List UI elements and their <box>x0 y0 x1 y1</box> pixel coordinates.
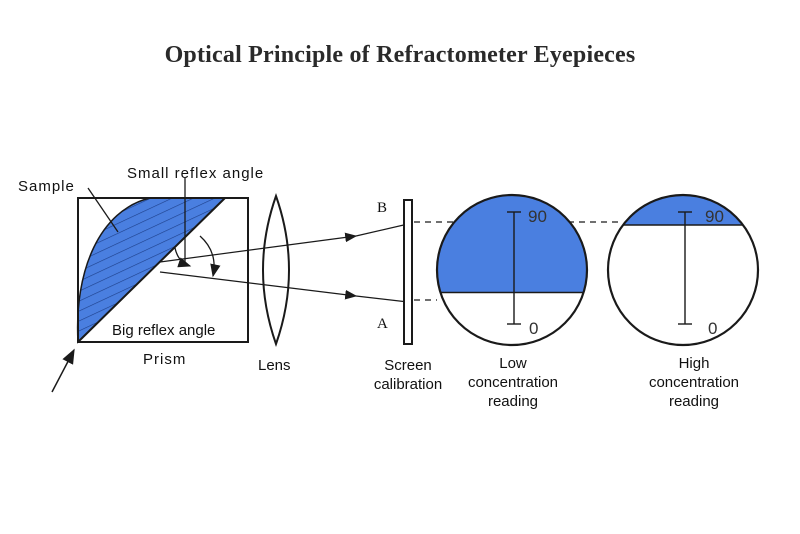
sample-pointer <box>87 187 119 233</box>
low-concentration-fill <box>437 195 587 293</box>
screen-calibration-label-line2: calibration <box>374 376 442 393</box>
low-concentration-eyepiece: 90 0 <box>435 193 589 347</box>
ray-upper <box>159 232 358 263</box>
high-scale-bottom-label: 0 <box>708 319 717 338</box>
screen-calibration-plate <box>403 199 413 345</box>
big-angle-arc <box>199 235 221 278</box>
sample-label: Sample <box>18 178 75 195</box>
incident-light-arrow <box>51 348 75 393</box>
lens <box>262 192 290 348</box>
high-concentration-label-line2: concentration <box>649 374 739 391</box>
low-concentration-label-line2: concentration <box>468 374 558 391</box>
point-a-label: A <box>377 316 388 332</box>
point-b-label: B <box>377 200 387 216</box>
high-concentration-eyepiece: 90 0 <box>606 193 760 347</box>
low-scale-bottom-label: 0 <box>529 319 538 338</box>
high-concentration-label-line1: High <box>679 355 710 372</box>
high-concentration-circle <box>606 193 760 347</box>
big-reflex-angle-label: Big reflex angle <box>112 322 215 339</box>
small-reflex-angle-label: Small reflex angle <box>127 165 264 182</box>
low-concentration-label-line1: Low <box>499 355 527 372</box>
ray-lower-cont <box>355 295 409 303</box>
prism-label: Prism <box>143 351 186 368</box>
lens-label: Lens <box>258 357 291 374</box>
ray-lower <box>159 271 358 300</box>
low-concentration-circle <box>435 193 589 347</box>
low-scale-top-label: 90 <box>528 207 547 226</box>
prism-diagonal <box>77 197 226 343</box>
diagram-title: Optical Principle of Refractometer Eyepi… <box>164 42 636 68</box>
screen-calibration-label-line1: Screen <box>384 357 432 374</box>
high-concentration-label-line3: reading <box>669 393 719 410</box>
low-concentration-label-line3: reading <box>488 393 538 410</box>
high-scale-top-label: 90 <box>705 207 724 226</box>
prism <box>77 197 249 343</box>
small-angle-arc <box>174 247 192 268</box>
ray-upper-cont <box>355 223 409 237</box>
